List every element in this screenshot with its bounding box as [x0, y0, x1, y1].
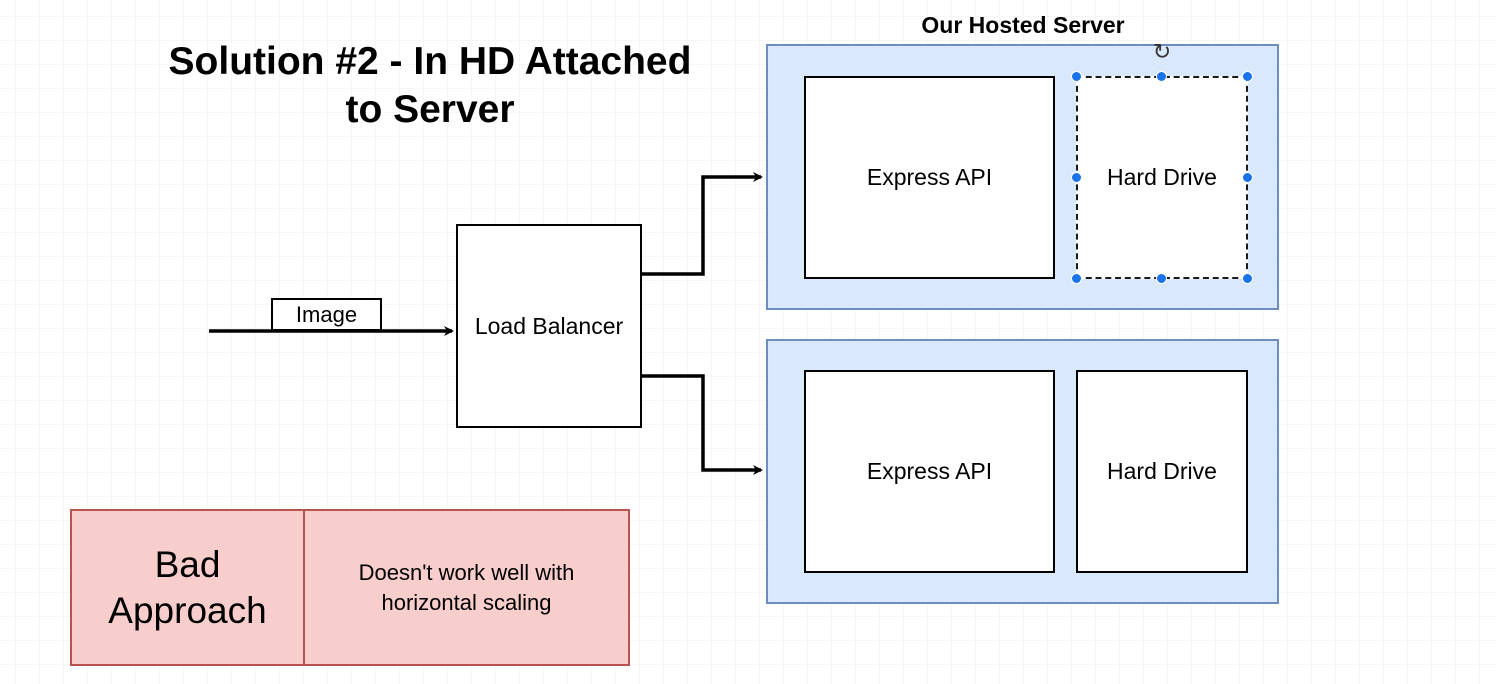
hard-drive-label-2: Hard Drive — [1107, 458, 1217, 484]
verdict-reason: Doesn't work well with horizontal scalin… — [358, 559, 575, 615]
load-balancer-label: Load Balancer — [474, 312, 624, 339]
hard-drive-box-1[interactable]: Hard Drive — [1076, 76, 1248, 279]
verdict-reason-box[interactable]: Doesn't work well with horizontal scalin… — [303, 509, 630, 666]
express-api-label-1: Express API — [866, 164, 993, 190]
verdict-label-box[interactable]: Bad Approach — [70, 509, 305, 666]
resize-handle-top-left[interactable] — [1071, 71, 1082, 82]
load-balancer-box[interactable]: Load Balancer — [456, 224, 642, 428]
resize-handle-bottom-left[interactable] — [1071, 273, 1082, 284]
to-server-1-arrow[interactable] — [642, 172, 763, 276]
resize-handle-bottom[interactable] — [1156, 273, 1167, 284]
image-label-box[interactable]: Image — [271, 298, 382, 331]
resize-handle-top-right[interactable] — [1242, 71, 1253, 82]
hard-drive-box-2[interactable]: Hard Drive — [1076, 370, 1248, 573]
rotate-icon[interactable]: ↻ — [1152, 39, 1172, 64]
resize-handle-bottom-right[interactable] — [1242, 273, 1253, 284]
image-label: Image — [295, 301, 358, 327]
express-api-label-2: Express API — [866, 458, 993, 484]
server-group-title[interactable]: Our Hosted Server — [921, 12, 1125, 38]
express-api-box-1[interactable]: Express API — [804, 76, 1055, 279]
diagram-title[interactable]: Solution #2 - In HD Attached to Server — [168, 40, 692, 131]
verdict-label: Bad Approach — [108, 543, 267, 631]
express-api-box-2[interactable]: Express API — [804, 370, 1055, 573]
hard-drive-label-1: Hard Drive — [1107, 164, 1217, 190]
resize-handle-left[interactable] — [1071, 172, 1082, 183]
to-server-2-arrow[interactable] — [642, 374, 763, 475]
resize-handle-top[interactable] — [1156, 71, 1167, 82]
resize-handle-right[interactable] — [1242, 172, 1253, 183]
